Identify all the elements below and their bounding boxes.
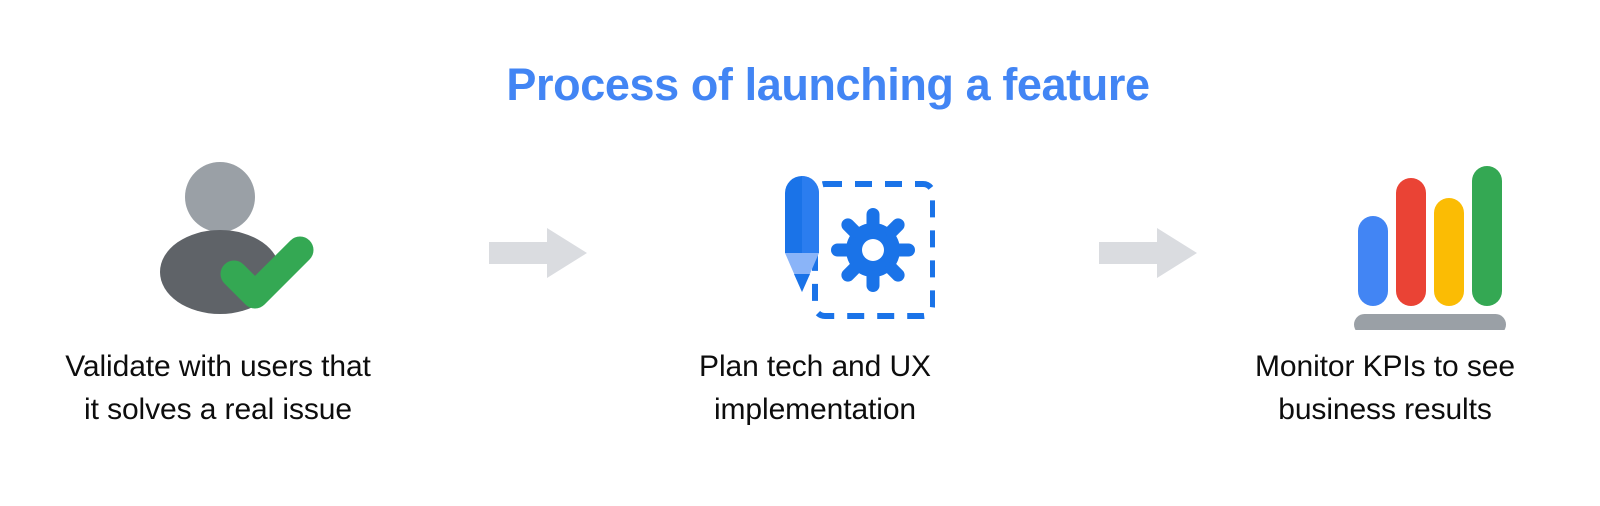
chart-baseline [1354, 314, 1506, 330]
step-1-caption-line-2: it solves a real issue [84, 393, 352, 426]
step-3-caption-line-1: Monitor KPIs to see [1255, 350, 1515, 383]
page-title: Process of launching a feature [506, 59, 1150, 110]
user-validated-icon [160, 162, 314, 314]
step-3-caption: Monitor KPIs to see business results [1170, 345, 1600, 431]
chart-bar-1 [1358, 216, 1388, 306]
person-head-icon [185, 162, 255, 232]
process-step-2: Plan tech and UX implementation [600, 140, 1030, 470]
chart-bar-3 [1434, 198, 1464, 306]
step-1-caption-line-1: Validate with users that [65, 350, 371, 383]
gear-icon [831, 208, 915, 292]
pencil-tip-icon [785, 253, 819, 292]
arrow-right-icon [489, 228, 587, 278]
checkmark-icon [220, 236, 314, 309]
process-step-3: Monitor KPIs to see business results [1170, 140, 1600, 470]
step-2-icon-area [600, 140, 1030, 330]
chart-bar-2 [1396, 178, 1426, 306]
step-2-caption: Plan tech and UX implementation [600, 345, 1030, 431]
arrow-step2-to-step3 [1099, 228, 1197, 283]
pencil-highlight-icon [802, 176, 819, 253]
step-1-icon-area [3, 140, 433, 330]
step-2-caption-line-2: implementation [713, 393, 917, 426]
chart-bar-4 [1472, 166, 1502, 306]
step-3-caption-line-2: business results [1278, 393, 1492, 426]
step-3-icon-area [1170, 140, 1600, 330]
arrow-right-icon [1099, 228, 1197, 278]
process-step-1: Validate with users that it solves a rea… [3, 140, 433, 470]
pencil-gear-blueprint-icon [785, 176, 935, 319]
step-1-caption: Validate with users that it solves a rea… [3, 345, 433, 431]
step-2-caption-line-1: Plan tech and UX [699, 350, 931, 383]
bar-chart-kpi-icon [1354, 166, 1506, 330]
pencil-lead-icon [794, 274, 810, 292]
arrow-step1-to-step2 [489, 228, 587, 283]
